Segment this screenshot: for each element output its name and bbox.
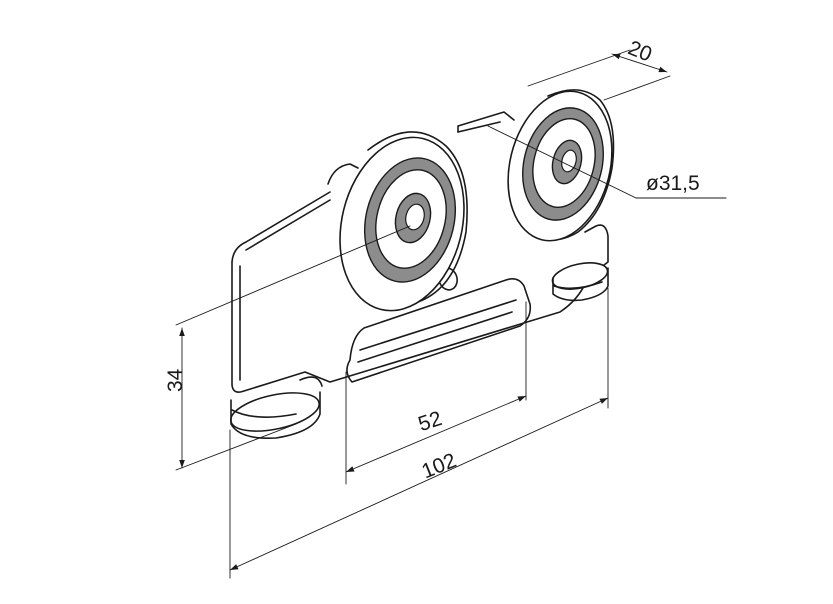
dimension-width-top: 20	[527, 36, 671, 101]
foot-rear	[327, 163, 359, 185]
base-plate	[231, 111, 609, 393]
dimension-label-diameter: ø31,5	[646, 172, 700, 195]
foot-left	[230, 376, 323, 440]
dimension-wheel-diameter: ø31,5	[487, 125, 727, 199]
wheel-left	[339, 131, 468, 312]
dimension-label-20: 20	[625, 36, 655, 66]
foot-right	[551, 262, 609, 302]
wheel-right	[507, 89, 615, 242]
dimension-label-102: 102	[418, 449, 459, 483]
dimension-label-34: 34	[164, 368, 187, 392]
elongated-slot	[346, 278, 532, 383]
